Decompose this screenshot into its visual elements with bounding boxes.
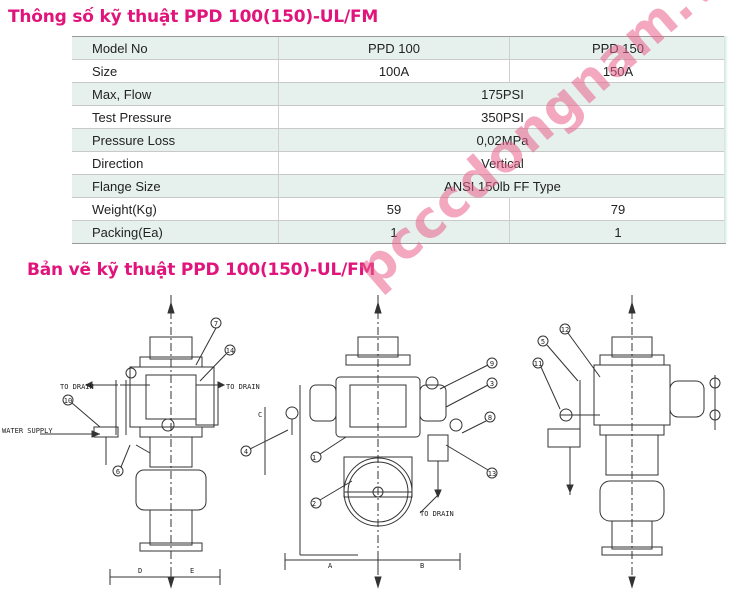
- spec-label: Flange Size: [92, 174, 279, 198]
- spec-row-indent: [72, 220, 92, 244]
- spec-value-ppd150: 79: [509, 197, 726, 221]
- callout-1: 1: [312, 454, 316, 462]
- spec-row-indent: [72, 59, 92, 83]
- spec-label: Pressure Loss: [92, 128, 279, 152]
- callout-7: 7: [214, 320, 218, 328]
- spec-value-shared: ANSI 150lb FF Type: [278, 174, 726, 198]
- spec-value-ppd150: PPD 150: [509, 36, 726, 60]
- spec-row-indent: [72, 151, 92, 175]
- spec-label: Model No: [92, 36, 279, 60]
- to-drain-label-bottom: TO DRAIN: [420, 510, 454, 518]
- dimension-a-label: A: [328, 562, 333, 570]
- callout-10: 10: [64, 397, 72, 405]
- spec-value-ppd100: 1: [278, 220, 510, 244]
- spec-value-ppd100: 100A: [278, 59, 510, 83]
- spec-value-shared: Vertical: [278, 151, 726, 175]
- side-view-right: [532, 295, 721, 589]
- spec-row-indent: [72, 128, 92, 152]
- spec-heading: Thông số kỹ thuật PPD 100(150)-UL/FM: [8, 7, 379, 27]
- to-drain-label-left: TO DRAIN: [60, 383, 94, 391]
- dimension-b-label: B: [420, 562, 424, 570]
- spec-row-indent: [72, 82, 92, 106]
- technical-drawing: TO DRAIN TO DRAIN TO DRAIN WATER SUPPLY …: [2, 295, 721, 589]
- callout-3: 3: [490, 380, 494, 388]
- callout-4: 4: [244, 448, 248, 456]
- spec-label: Test Pressure: [92, 105, 279, 129]
- callout-11: 11: [534, 360, 542, 368]
- spec-value-ppd100: PPD 100: [278, 36, 510, 60]
- spec-label: Size: [92, 59, 279, 83]
- water-supply-label: WATER SUPPLY: [2, 427, 53, 435]
- callout-14: 14: [226, 347, 234, 355]
- spec-value-ppd150: 150A: [509, 59, 726, 83]
- spec-row-indent: [72, 197, 92, 221]
- drawing-heading: Bản vẽ kỹ thuật PPD 100(150)-UL/FM: [27, 260, 376, 280]
- spec-label: Weight(Kg): [92, 197, 279, 221]
- spec-value-shared: 0,02MPa: [278, 128, 726, 152]
- dimension-d-label: D: [138, 567, 142, 575]
- spec-value-shared: 175PSI: [278, 82, 726, 106]
- front-view-center: [240, 295, 498, 589]
- callout-5: 5: [541, 338, 545, 346]
- side-view-left: [40, 295, 236, 589]
- to-drain-label-mid: TO DRAIN: [226, 383, 260, 391]
- dimension-c-label: C: [258, 411, 262, 419]
- callout-8: 8: [488, 414, 492, 422]
- spec-label: Packing(Ea): [92, 220, 279, 244]
- spec-row-indent: [72, 105, 92, 129]
- spec-value-ppd100: 59: [278, 197, 510, 221]
- spec-row-indent: [72, 174, 92, 198]
- table-edge-shadow: [724, 36, 728, 242]
- spec-label: Max, Flow: [92, 82, 279, 106]
- spec-row-indent: [72, 36, 92, 60]
- spec-value-shared: 350PSI: [278, 105, 726, 129]
- callout-13: 13: [488, 470, 496, 478]
- spec-value-ppd150: 1: [509, 220, 726, 244]
- callout-2: 2: [312, 500, 316, 508]
- dimension-e-label: E: [190, 567, 194, 575]
- callout-12: 12: [561, 326, 569, 334]
- callout-6: 6: [116, 468, 120, 476]
- spec-label: Direction: [92, 151, 279, 175]
- callout-9: 9: [490, 360, 494, 368]
